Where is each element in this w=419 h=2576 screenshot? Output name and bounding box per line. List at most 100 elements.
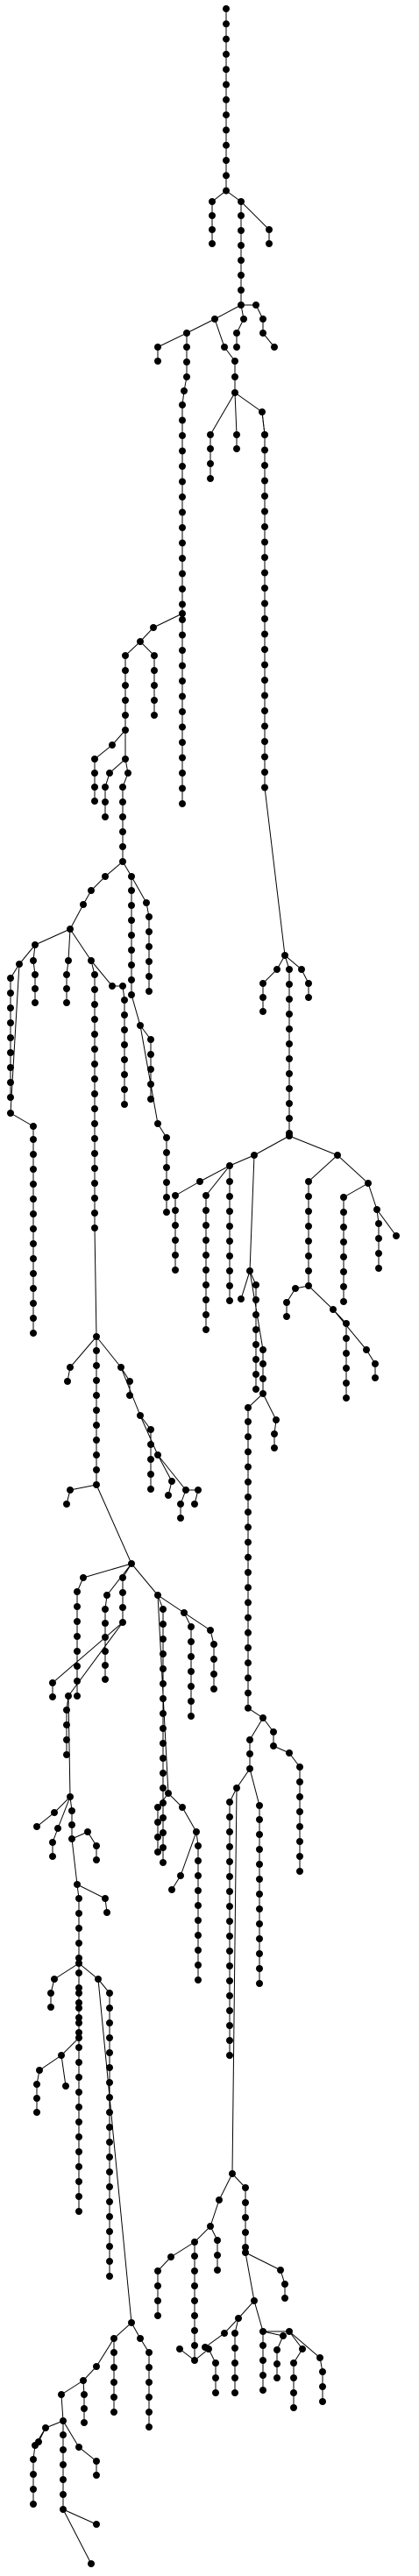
- tree-node: [154, 1834, 161, 1841]
- tree-node: [93, 1481, 100, 1488]
- tree-node: [122, 756, 129, 763]
- tree-node: [195, 1917, 202, 1924]
- tree-node: [193, 1828, 200, 1835]
- tree-node: [49, 1693, 56, 1700]
- tree-node: [245, 1584, 252, 1592]
- tree-node: [305, 1193, 312, 1200]
- tree-node: [74, 1618, 81, 1625]
- tree-node: [238, 242, 245, 249]
- tree-node: [102, 1634, 109, 1641]
- tree-node: [226, 1208, 233, 1215]
- tree-node: [146, 973, 153, 980]
- tree-node: [231, 389, 238, 396]
- tree-edge: [10, 1112, 34, 1127]
- tree-node: [305, 994, 312, 1001]
- tree-node: [266, 240, 273, 247]
- tree-node: [214, 2237, 221, 2244]
- tree-node: [195, 1487, 202, 1494]
- tree-node: [91, 1150, 98, 1157]
- tree-node: [179, 508, 186, 516]
- tree-edge: [78, 1962, 99, 1980]
- tree-node: [183, 330, 190, 337]
- tree-edge: [71, 1838, 78, 1885]
- tree-node: [256, 1920, 263, 1927]
- tree-node: [154, 1120, 161, 1127]
- tree-node: [259, 2342, 266, 2349]
- tree-node: [246, 1750, 253, 1757]
- tree-edge: [194, 2225, 211, 2243]
- tree-node: [273, 1416, 280, 1423]
- tree-node: [106, 2273, 113, 2280]
- tree-node: [226, 1799, 233, 1806]
- tree-node: [47, 2004, 54, 2011]
- tree-node: [75, 2005, 82, 2012]
- tree-node: [32, 941, 39, 948]
- tree-node: [183, 358, 190, 365]
- tree-node: [226, 1843, 233, 1850]
- tree-node: [179, 723, 186, 731]
- tree-node: [223, 157, 230, 164]
- tree-node: [296, 1838, 303, 1845]
- tree-node: [340, 1194, 347, 1201]
- tree-node: [30, 1315, 37, 1322]
- tree-edge: [94, 1227, 97, 1338]
- tree-node: [202, 1207, 210, 1214]
- tree-node: [365, 1180, 372, 1187]
- tree-node: [210, 1641, 217, 1648]
- tree-node: [58, 2391, 65, 2398]
- tree-node: [128, 902, 135, 909]
- tree-edge: [308, 1154, 338, 1182]
- tree-node: [102, 813, 109, 820]
- tree-node: [160, 1621, 167, 1628]
- tree-node: [305, 1223, 312, 1230]
- tree-node: [121, 1071, 128, 1078]
- tree-node: [273, 2374, 281, 2381]
- tree-node: [305, 1238, 312, 1245]
- tree-edge: [82, 1563, 132, 1579]
- tree-node: [226, 1162, 233, 1169]
- tree-node: [245, 1599, 252, 1607]
- tree-node: [84, 1828, 91, 1835]
- tree-node: [106, 2183, 113, 2190]
- tree-node: [245, 1418, 252, 1425]
- tree-edge: [249, 1270, 264, 1351]
- tree-node: [65, 957, 72, 964]
- tree-node: [74, 1588, 81, 1595]
- tree-node: [226, 1858, 233, 1865]
- tree-node: [188, 1698, 195, 1705]
- tree-node: [290, 2389, 297, 2396]
- tree-edge: [288, 2331, 321, 2359]
- tree-node: [226, 1888, 233, 1895]
- tree-node: [150, 624, 157, 631]
- tree-node: [33, 2109, 40, 2116]
- tree-node: [154, 1819, 161, 1826]
- tree-node: [110, 2394, 117, 2401]
- tree-node: [179, 647, 186, 654]
- tree-node: [231, 2345, 238, 2352]
- tree-node: [146, 958, 153, 965]
- tree-node: [226, 2037, 233, 2044]
- tree-edge: [10, 963, 20, 1114]
- tree-node: [261, 462, 268, 469]
- tree-node: [246, 1267, 253, 1274]
- tree-node: [261, 630, 268, 638]
- tree-node: [106, 2258, 113, 2265]
- tree-node: [202, 1326, 210, 1333]
- tree-edge: [53, 1962, 80, 1980]
- tree-node: [30, 2486, 37, 2493]
- tree-node: [245, 1704, 252, 1712]
- tree-node: [298, 966, 305, 973]
- tree-node: [128, 887, 135, 894]
- tree-node: [223, 187, 230, 195]
- tree-node: [226, 1297, 233, 1304]
- tree-node: [223, 111, 230, 119]
- tree-node: [160, 1799, 167, 1806]
- tree-node: [286, 1070, 293, 1077]
- tree-node: [343, 1320, 350, 1327]
- tree-node: [121, 1026, 128, 1033]
- tree-node: [179, 800, 186, 807]
- tree-node: [261, 507, 268, 515]
- tree-node: [64, 1378, 71, 1385]
- tree-node: [106, 2228, 113, 2235]
